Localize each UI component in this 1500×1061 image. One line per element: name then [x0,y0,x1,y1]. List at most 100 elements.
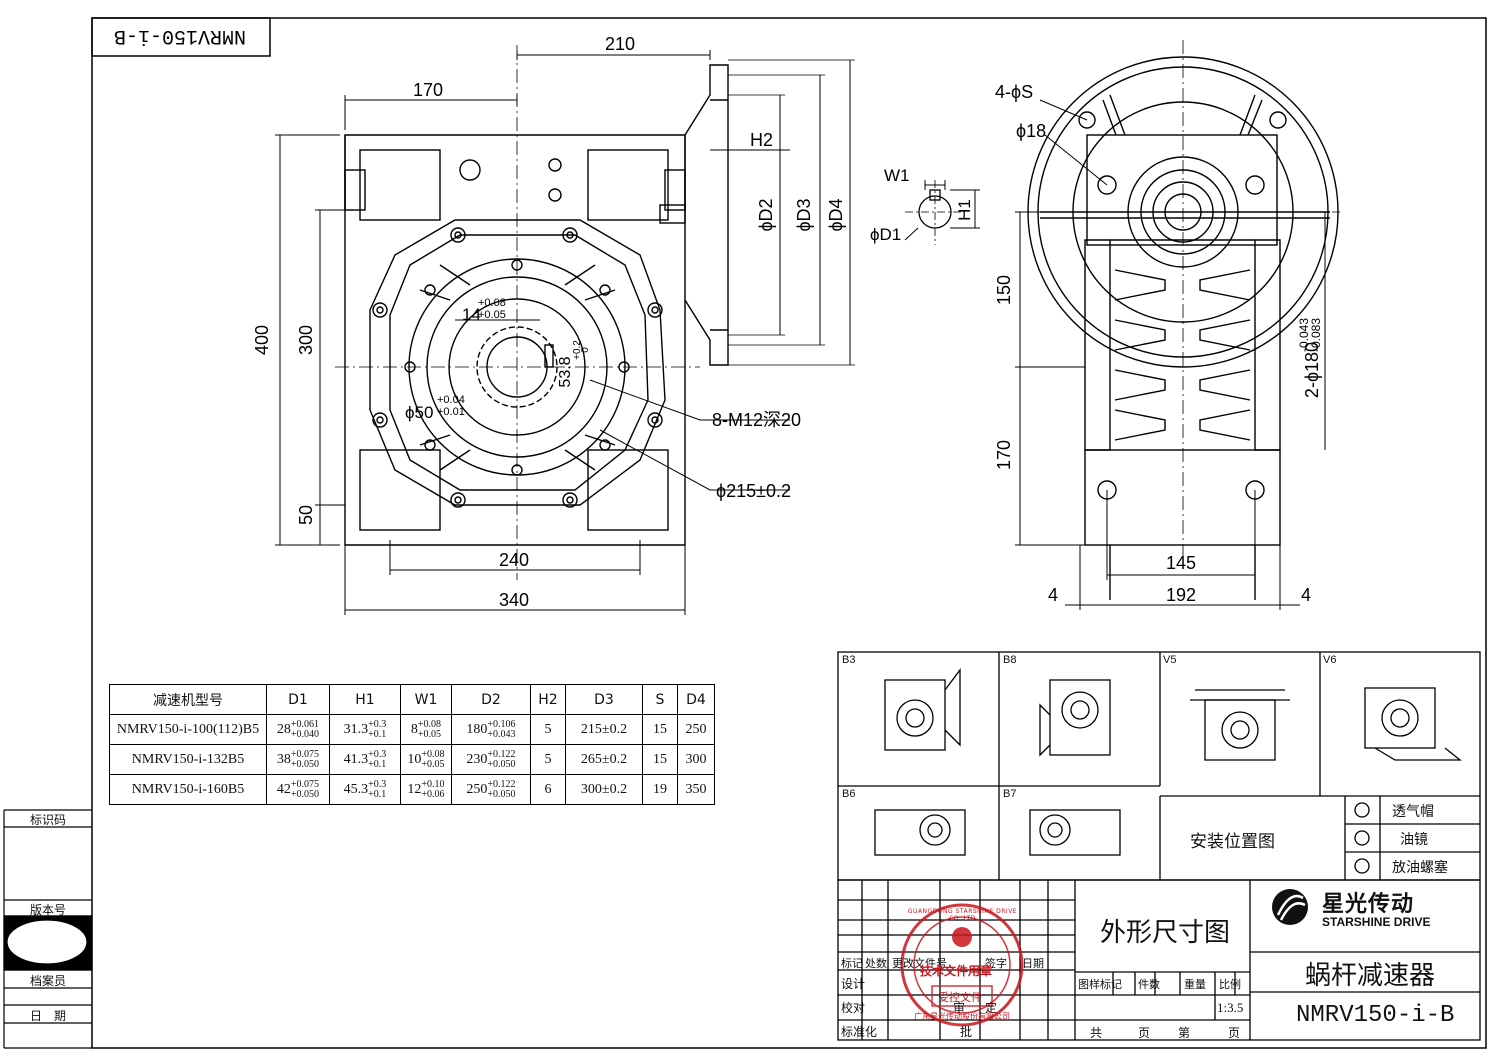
cell-h1: 31.3+0.3+0.1 [329,714,401,745]
company-name-en: STARSHINE DRIVE [1322,915,1431,929]
cell-d3: 215±0.2 [565,714,643,745]
legend-drain-plug: 放油螺塞 [1392,860,1448,876]
rev-hdr-doc: 更改文件号 [892,957,947,970]
cell-d2: 250+0.122+0.050 [451,774,531,805]
front-view [275,45,855,615]
sheet-no: 第 [1178,1026,1191,1040]
row-check: 校对 [841,1001,866,1015]
side-view [1015,40,1340,610]
mounting-grid [837,651,1481,881]
rev-hdr-sign: 签字 [985,957,1007,970]
legend-breather: 透气帽 [1392,804,1434,820]
margin-label-archivist: 档案员 [29,974,66,988]
col-w1: W1 [400,684,452,715]
margin-label-version: 版本号 [29,903,66,917]
dim-d4: ϕD4 [826,198,846,231]
cell-h2: 5 [530,744,566,775]
col-d4: D4 [677,684,715,715]
dim-300: 300 [296,325,316,355]
legend-oil-sight: 油镜 [1400,832,1428,848]
dim-h1: H1 [955,199,974,221]
dim-400: 400 [252,325,272,355]
mounting-title: 安装位置图 [1190,832,1275,852]
stamp-ring-text: GUANGDONG STARSHINE DRIVE CO.,LTD [907,908,1018,922]
code-box [91,17,271,57]
table-header-row: 减速机型号 D1 H1 W1 D2 H2 D3 S D4 [109,684,715,715]
sheet-total: 共 [1090,1026,1103,1040]
dim-150: 150 [994,275,1014,305]
mount-label-b7: B7 [1003,788,1017,800]
cell-h2: 6 [530,774,566,805]
dim-bore-14-lo: +0.05 [478,309,506,321]
cell-w1: 10+0.08+0.05 [400,744,452,775]
col-d1: D1 [266,684,330,715]
mount-label-b8: B8 [1003,654,1017,666]
cell-d1: 28+0.061+0.040 [266,714,330,745]
cell-model: NMRV150-i-160B5 [109,774,267,805]
drawing-frame [91,17,1487,1049]
dim-pcd-215: ϕ215±0.2 [716,481,791,501]
cell-d4: 350 [677,774,715,805]
title-block [837,879,1481,1041]
sheet-hdr-scale: 比例 [1219,978,1241,991]
cell-d2: 180+0.106+0.043 [451,714,531,745]
rev-hdr-count: 处数 [865,957,887,970]
dim-d1: ϕD1 [870,225,901,244]
dim-145: 145 [1166,553,1196,573]
approve-approve: 批 [960,1025,973,1039]
cell-h1: 41.3+0.3+0.1 [329,744,401,775]
cell-s: 15 [642,744,678,775]
cell-d1: 42+0.075+0.050 [266,774,330,805]
cell-d1: 38+0.075+0.050 [266,744,330,775]
mount-label-b6: B6 [842,788,856,800]
col-h2: H2 [530,684,566,715]
cell-w1: 12+0.10+0.06 [400,774,452,805]
dim-m12: 8-M12深20 [712,410,801,430]
shaft-section [904,180,980,245]
approve-final: 定 [985,1001,998,1015]
col-s: S [642,684,678,715]
dim-bore-50-up: +0.04 [437,394,465,406]
cell-s: 19 [642,774,678,805]
drawing-code-rotated: NMRV150-i-B [114,24,246,47]
cell-d3: 265±0.2 [565,744,643,775]
stamp-bottom-text: 广东星光传动股份有限公司 [914,1012,1010,1021]
stamp-main-text: 技术文件用章 [920,964,993,978]
sheet-hdr-weight: 重量 [1184,978,1206,991]
left-margin [3,809,93,1049]
dim-h2: H2 [750,130,773,150]
stamp-controlled-text: 受控文件 [938,991,982,1004]
dim-4-left: 4 [1048,585,1058,605]
dim-bore-14: 14 [462,305,481,324]
product-model: NMRV150-i-B [1296,1002,1455,1029]
col-d3: D3 [565,684,643,715]
sheet-hdr-count: 件数 [1138,978,1160,991]
cell-s: 15 [642,714,678,745]
table-row: NMRV150-i-160B5 42+0.075+0.050 45.3+0.3+… [109,774,715,805]
margin-label-date: 日 期 [29,1009,66,1023]
approve-review: 审 [953,1001,966,1015]
dim-4-s: 4-ϕS [995,82,1033,102]
row-standard: 标准化 [841,1025,878,1039]
dim-53-8: 53.8 [557,356,574,387]
cell-model: NMRV150-i-100(112)B5 [109,714,267,745]
company-logo [1272,889,1308,925]
dim-170-top: 170 [413,80,443,100]
dim-w1: W1 [884,166,910,185]
sheet-page-b: 页 [1228,1026,1241,1040]
dim-flange-tol-up: -0.043 [1297,318,1311,352]
drawing-title: 外形尺寸图 [1100,918,1231,948]
mount-label-v5: V5 [1163,654,1177,666]
dim-240: 240 [499,550,529,570]
table-row: NMRV150-i-132B5 38+0.075+0.050 41.3+0.3+… [109,744,715,775]
product-name: 蜗杆减速器 [1305,961,1436,991]
cell-h1: 45.3+0.3+0.1 [329,774,401,805]
sheet-page-a: 页 [1138,1026,1151,1040]
dim-d2: ϕD2 [756,198,776,231]
dim-192: 192 [1166,585,1196,605]
dim-bore-50: ϕ50 [405,403,433,422]
table-row: NMRV150-i-100(112)B5 28+0.061+0.040 31.3… [109,714,715,745]
rev-hdr-date: 日期 [1022,957,1044,970]
row-design: 设计 [841,977,866,991]
